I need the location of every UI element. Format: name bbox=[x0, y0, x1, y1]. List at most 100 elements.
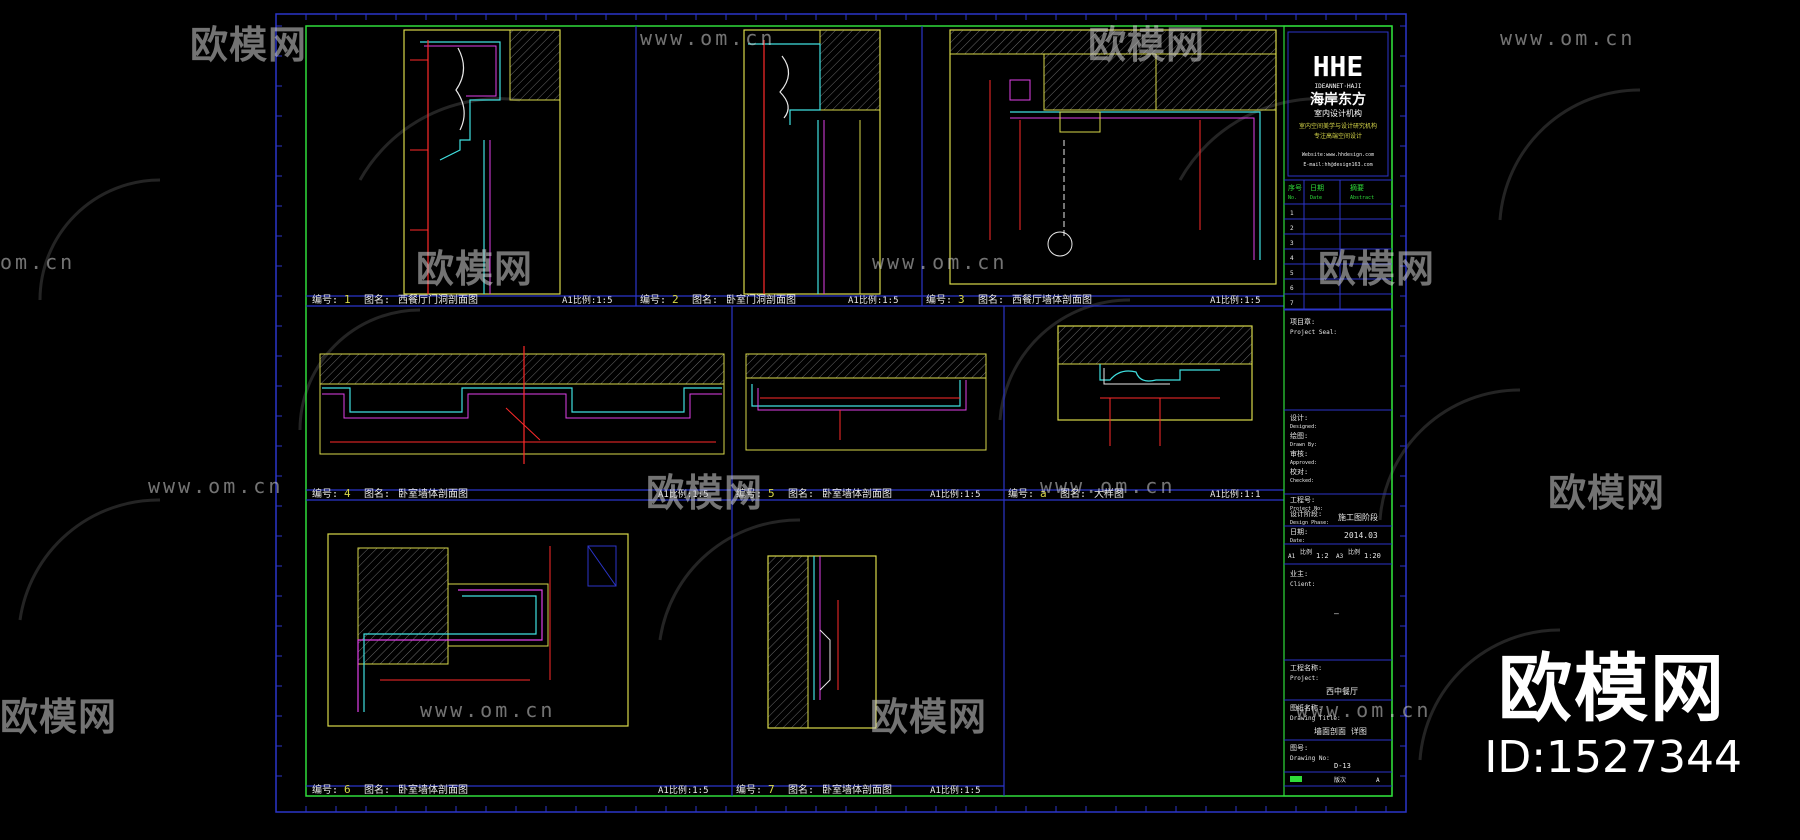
panel-captions: 编号: 1 图名: 西餐厅门洞剖面图 A1比例:1:5 编号: 2 图名: 卧室门洞剖面图 A1比… bbox=[312, 293, 1261, 796]
company-email: E-mail:hh@design163.com bbox=[1303, 162, 1372, 168]
panel-number: 2 bbox=[672, 293, 679, 306]
revision-row-no: 6 bbox=[1290, 285, 1294, 292]
panel-no-label: 编号: bbox=[736, 487, 762, 500]
project-value: 西中餐厅 bbox=[1326, 686, 1358, 696]
panel-number: 3 bbox=[958, 293, 965, 306]
panel-title: 卧室墙体剖面图 bbox=[398, 487, 468, 500]
revision-row-no: 7 bbox=[1290, 300, 1294, 307]
watermark-id: ID:1527344 bbox=[1484, 732, 1742, 783]
panel-caption-1: 编号: 1 图名: 西餐厅门洞剖面图 A1比例:1:5 bbox=[312, 293, 613, 306]
panel-no-label: 编号: bbox=[640, 293, 666, 306]
panel-caption-2: 编号: 2 图名: 卧室门洞剖面图 A1比例:1:5 bbox=[640, 293, 899, 306]
watermark-logo-7: 欧模网 bbox=[0, 695, 118, 739]
panel-title: 卧室墙体剖面图 bbox=[822, 783, 892, 796]
checked-label: 校对: bbox=[1290, 467, 1308, 476]
company-tag2: 专注高端空间设计 bbox=[1314, 132, 1362, 140]
approved-label: 审核: bbox=[1290, 449, 1308, 458]
scale-a1-value: 1:2 bbox=[1316, 552, 1329, 560]
rev-head-abstract: 摘要 bbox=[1350, 183, 1364, 192]
panel-title: 大样图 bbox=[1094, 487, 1124, 500]
stage-label: 设计阶段: bbox=[1290, 509, 1322, 518]
version-label: 版次 bbox=[1334, 776, 1346, 784]
watermark-url-4: www.om.cn bbox=[872, 250, 1008, 274]
revision-row-no: 1 bbox=[1290, 210, 1294, 217]
panel-no-label: 编号: bbox=[312, 487, 338, 500]
company-site: Website:www.hhdesign.com bbox=[1302, 152, 1374, 158]
designed-label-en: Designed: bbox=[1290, 424, 1317, 430]
panel-number: 1 bbox=[344, 293, 351, 306]
panel-grid bbox=[306, 26, 1284, 796]
panel-number: 5 bbox=[768, 487, 775, 500]
company-cn: 海岸东方 bbox=[1310, 91, 1366, 108]
panel-number: 7 bbox=[768, 783, 775, 796]
scale-a1-label: 比例 bbox=[1300, 548, 1312, 556]
watermark-brand-large: 欧模网 bbox=[1498, 646, 1726, 732]
panel-no-label: 编号: bbox=[736, 783, 762, 796]
project-no-label-en: Project No: bbox=[1290, 506, 1323, 512]
watermark-logo-6: 欧模网 bbox=[1548, 471, 1666, 515]
designed-label: 设计: bbox=[1290, 413, 1308, 422]
panel-title: 西餐厅门洞剖面图 bbox=[398, 293, 478, 306]
panel-7-drawing bbox=[767, 555, 877, 729]
panel-4-drawing bbox=[319, 346, 725, 464]
drawing-title-label: 图纸名称: bbox=[1290, 703, 1322, 712]
rev-head-date: 日期 bbox=[1310, 184, 1324, 192]
revision-row-no: 3 bbox=[1290, 240, 1294, 247]
panel-title-label: 图名: bbox=[364, 783, 390, 796]
project-seal-label-en: Project Seal: bbox=[1290, 329, 1337, 336]
panel-title-label: 图名: bbox=[364, 293, 390, 306]
client-label-en: Client: bbox=[1290, 581, 1315, 588]
watermark-url-6: www.om.cn bbox=[1040, 474, 1176, 498]
panel-scale: A1比例:1:5 bbox=[658, 784, 709, 796]
project-no-label: 工程号: bbox=[1290, 495, 1315, 504]
rev-head-no: 序号 bbox=[1288, 183, 1302, 192]
date-label-en: Date: bbox=[1290, 538, 1305, 544]
panel-number: 4 bbox=[344, 487, 351, 500]
panel-title-label: 图名: bbox=[1060, 487, 1086, 500]
panel-no-label: 编号: bbox=[312, 293, 338, 306]
drawn-label-en: Drawn By: bbox=[1290, 442, 1317, 448]
date-label: 日期: bbox=[1290, 528, 1308, 536]
version-value: A bbox=[1376, 777, 1380, 784]
panel-caption-7: 编号: 7 图名: 卧室墙体剖面图 A1比例:1:5 bbox=[736, 783, 981, 796]
checked-label-en: Checked: bbox=[1290, 478, 1314, 484]
panel-number: a bbox=[1040, 487, 1047, 500]
scale-a3-size: A3 bbox=[1336, 553, 1344, 560]
watermark-url-8: www.om.cn bbox=[420, 698, 556, 722]
panel-title: 卧室门洞剖面图 bbox=[726, 293, 796, 306]
project-label-en: Project: bbox=[1290, 675, 1319, 682]
panel-6-drawing bbox=[327, 533, 629, 727]
panel-no-label: 编号: bbox=[1008, 487, 1034, 500]
watermark-url-3: om.cn bbox=[0, 250, 76, 274]
date-value: 2014.03 bbox=[1344, 531, 1378, 540]
company-tag1: 室内空间美学与设计研究机构 bbox=[1299, 122, 1377, 130]
panel-title: 卧室墙体剖面图 bbox=[398, 783, 468, 796]
panel-scale: A1比例:1:5 bbox=[562, 294, 613, 306]
watermark-url-5: www.om.cn bbox=[148, 474, 284, 498]
panel-scale: A1比例:1:5 bbox=[930, 784, 981, 796]
title-block: HHE IDEANNET·HAJI 海岸东方 室内设计机构 室内空间美学与设计研… bbox=[1283, 25, 1393, 797]
rev-head-abstract-en: Abstract bbox=[1350, 195, 1374, 201]
panel-title-label: 图名: bbox=[692, 293, 718, 306]
client-value: — bbox=[1334, 609, 1339, 618]
panel-5-drawing bbox=[745, 353, 987, 451]
company-sub: 室内设计机构 bbox=[1314, 108, 1362, 118]
sheet-outer-frame bbox=[275, 13, 1407, 813]
panel-scale: A1比例:1:5 bbox=[848, 294, 899, 306]
panel-scale: A1比例:1:5 bbox=[1210, 294, 1261, 306]
stage-value: 施工图阶段 bbox=[1338, 512, 1378, 522]
panel-scale: A1比例:1:5 bbox=[658, 488, 709, 500]
project-seal-label: 项目章: bbox=[1290, 317, 1315, 326]
stage-label-en: Design Phase: bbox=[1290, 520, 1329, 526]
drawing-title-label-en: Drawing Title: bbox=[1290, 715, 1341, 722]
watermark-logo-8: 欧模网 bbox=[870, 695, 988, 739]
scale-a1-size: A1 bbox=[1288, 553, 1296, 560]
panel-title: 西餐厅墙体剖面图 bbox=[1012, 293, 1092, 306]
panel-title-label: 图名: bbox=[788, 783, 814, 796]
